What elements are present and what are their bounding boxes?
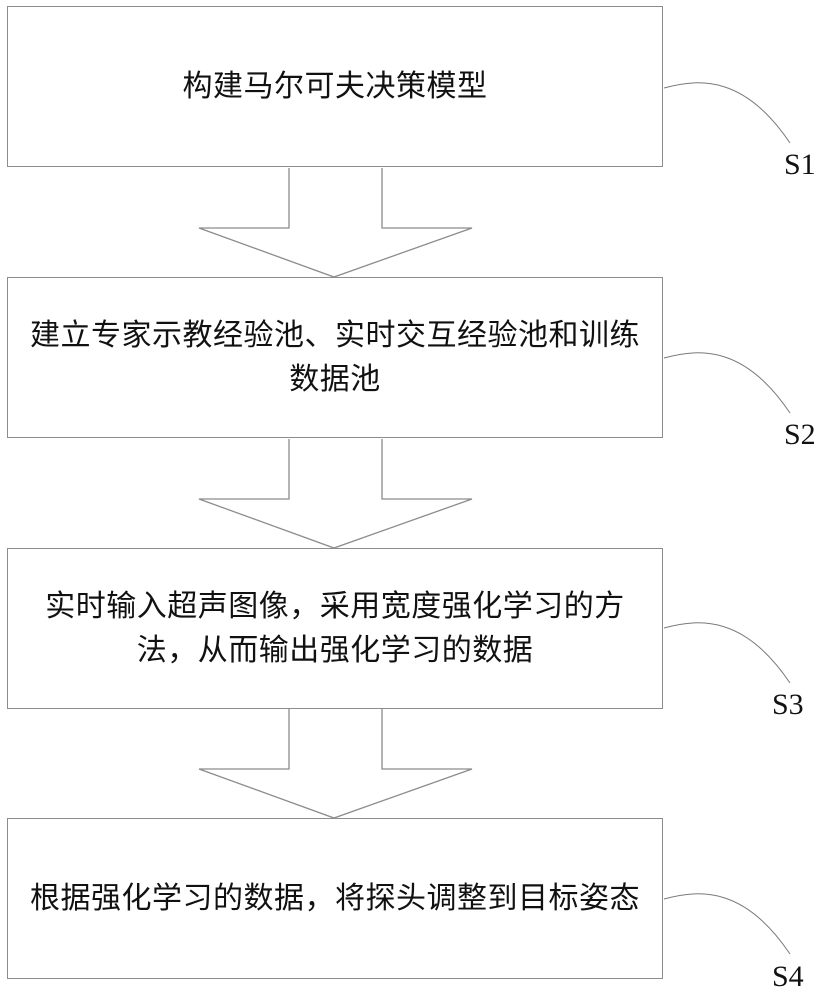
arrow-s3-to-s4: [198, 709, 473, 819]
leader-line-s3: [663, 622, 791, 684]
step-label-s1: S1: [784, 148, 816, 181]
step-box-s2: 建立专家示教经验池、实时交互经验池和训练数据池: [7, 277, 663, 438]
step-text-s4: 根据强化学习的数据，将探头调整到目标姿态: [30, 880, 640, 916]
step-box-s3: 实时输入超声图像，采用宽度强化学习的方法，从而输出强化学习的数据: [7, 548, 663, 709]
step-label-s4: S4: [772, 960, 804, 993]
step-box-s4: 根据强化学习的数据，将探头调整到目标姿态: [7, 818, 663, 979]
leader-line-s2: [663, 352, 791, 414]
step-text-s3: 实时输入超声图像，采用宽度强化学习的方法，从而输出强化学习的数据: [45, 588, 625, 668]
step-text-s2: 建立专家示教经验池、实时交互经验池和训练数据池: [30, 317, 640, 397]
leader-line-s1: [663, 82, 791, 144]
arrow-s1-to-s2: [198, 168, 473, 278]
step-label-s3: S3: [772, 688, 804, 721]
step-text-s1: 构建马尔可夫决策模型: [182, 68, 488, 104]
step-label-s2: S2: [784, 418, 816, 451]
arrow-s2-to-s3: [198, 439, 473, 549]
leader-line-s4: [663, 893, 791, 955]
step-box-s1: 构建马尔可夫决策模型: [7, 6, 663, 167]
